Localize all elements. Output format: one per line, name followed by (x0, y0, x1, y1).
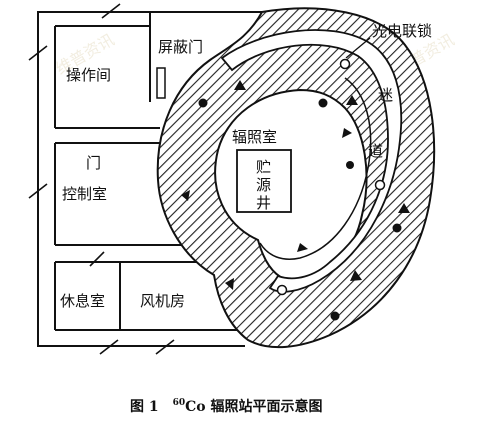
fan-room-label: 风机房 (140, 292, 185, 310)
shield-door (156, 67, 166, 99)
irradiation-room-label: 辐照室 (232, 128, 277, 146)
maze-label-char-1: 迷 (378, 86, 393, 104)
maze-inner-wall (259, 77, 372, 260)
lounge-label: 休息室 (60, 292, 105, 310)
interlock-sensor (276, 284, 288, 296)
control-room-label: 控制室 (62, 185, 107, 203)
caption-element: Co (185, 399, 205, 415)
caption-figure-number: 图 1 (130, 399, 159, 415)
shield-door-label: 屏蔽门 (158, 38, 203, 56)
maze-label-char-2: 道 (368, 142, 383, 160)
interlock-sensors (276, 58, 386, 296)
outer-wall (37, 11, 245, 347)
storage-well-label-char-2: 源 (256, 176, 271, 194)
building-walls (37, 11, 262, 347)
detector-dots (198, 98, 402, 321)
storage-well-box (236, 149, 292, 213)
storage-well-label-char-3: 井 (256, 194, 271, 212)
caption-title: 辐照站平面示意图 (206, 398, 323, 415)
operation-room-label: 操作间 (66, 66, 111, 84)
maze-corridor (220, 29, 403, 293)
door-label: 门 (86, 154, 101, 172)
figure-caption: 图 1 60Co 辐照站平面示意图 (130, 398, 323, 415)
interlock-sensor (339, 58, 351, 70)
shielding-wall (156, 7, 436, 349)
caption-isotope-mass: 60 (173, 398, 186, 408)
wall-break-marks (28, 3, 175, 355)
interlock-label: 光电联锁 (372, 22, 432, 40)
interlock-leader-line (345, 37, 371, 59)
interlock-sensor (374, 179, 386, 191)
storage-well-label-char-1: 贮 (256, 158, 271, 176)
triangle-markers (181, 80, 410, 290)
